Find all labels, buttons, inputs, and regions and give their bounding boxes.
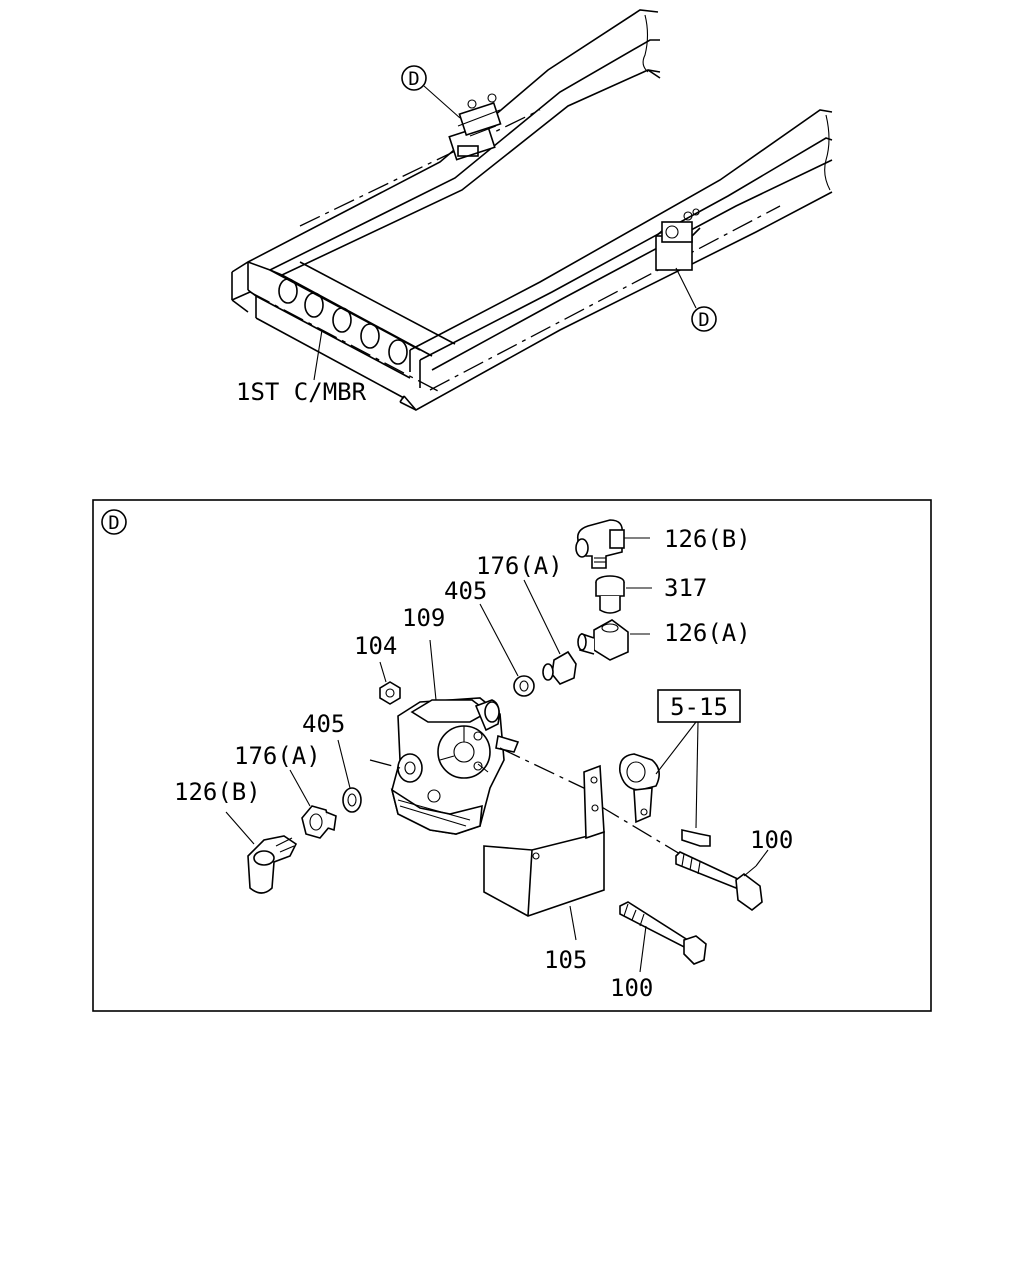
nut-104 bbox=[379, 661, 401, 705]
adapter-176a-top bbox=[523, 579, 577, 685]
upper-valve-assembly bbox=[448, 93, 502, 161]
label-176a-left: 176(A) bbox=[234, 742, 321, 770]
crossmember-hole bbox=[360, 323, 380, 349]
washer-405-top bbox=[479, 603, 535, 697]
label-105: 105 bbox=[544, 946, 587, 974]
bushing-317 bbox=[595, 575, 652, 614]
lower-valve-assembly bbox=[655, 208, 701, 271]
ref-box-5-15 bbox=[657, 689, 741, 723]
crossmember-hole bbox=[332, 307, 352, 333]
right-side-rail bbox=[299, 109, 833, 412]
label-126b-left: 126(B) bbox=[174, 778, 261, 806]
ref-box-label: 5-15 bbox=[670, 693, 728, 721]
label-405-left: 405 bbox=[302, 710, 345, 738]
callout-letter: D bbox=[698, 309, 709, 331]
label-405-top: 405 bbox=[444, 577, 487, 605]
bolt-100-bottom bbox=[619, 901, 707, 973]
adapter-176a-left bbox=[289, 769, 337, 839]
label-100-bottom: 100 bbox=[610, 974, 653, 1002]
label-126b-top: 126(B) bbox=[664, 525, 751, 553]
elbow-fitting-126b-top bbox=[575, 519, 650, 569]
first-cross-member bbox=[249, 261, 456, 399]
detail-view-d: D 126(B) 317 126(A) bbox=[92, 499, 932, 1012]
detail-letter: D bbox=[108, 512, 119, 534]
clamp-assembly bbox=[618, 721, 711, 847]
bolt-100-right bbox=[675, 849, 769, 912]
label-317: 317 bbox=[664, 574, 707, 602]
callout-d-lower: D bbox=[675, 267, 717, 332]
bracket-105 bbox=[483, 764, 605, 941]
chassis-frame: D D 1ST C/MBR bbox=[231, 9, 833, 412]
label-109: 109 bbox=[402, 604, 445, 632]
label-104: 104 bbox=[354, 632, 397, 660]
crossmember-hole bbox=[304, 292, 324, 318]
valve-body-109 bbox=[390, 639, 520, 835]
elbow-fitting-126b-left bbox=[225, 811, 298, 894]
crossmember-hole bbox=[278, 278, 298, 304]
crossmember-hole bbox=[388, 339, 408, 365]
detail-letter-circle bbox=[101, 509, 127, 535]
left-side-rail bbox=[231, 9, 661, 318]
washer-405-left bbox=[337, 739, 362, 813]
crossmember-label: 1ST C/MBR bbox=[236, 378, 367, 406]
detail-frame bbox=[92, 499, 932, 1012]
callout-letter: D bbox=[408, 68, 419, 90]
callout-d-upper: D bbox=[401, 65, 461, 119]
tee-fitting-126a bbox=[577, 619, 650, 661]
label-176a-top: 176(A) bbox=[476, 552, 563, 580]
label-100-right: 100 bbox=[750, 826, 793, 854]
label-126a: 126(A) bbox=[664, 619, 751, 647]
